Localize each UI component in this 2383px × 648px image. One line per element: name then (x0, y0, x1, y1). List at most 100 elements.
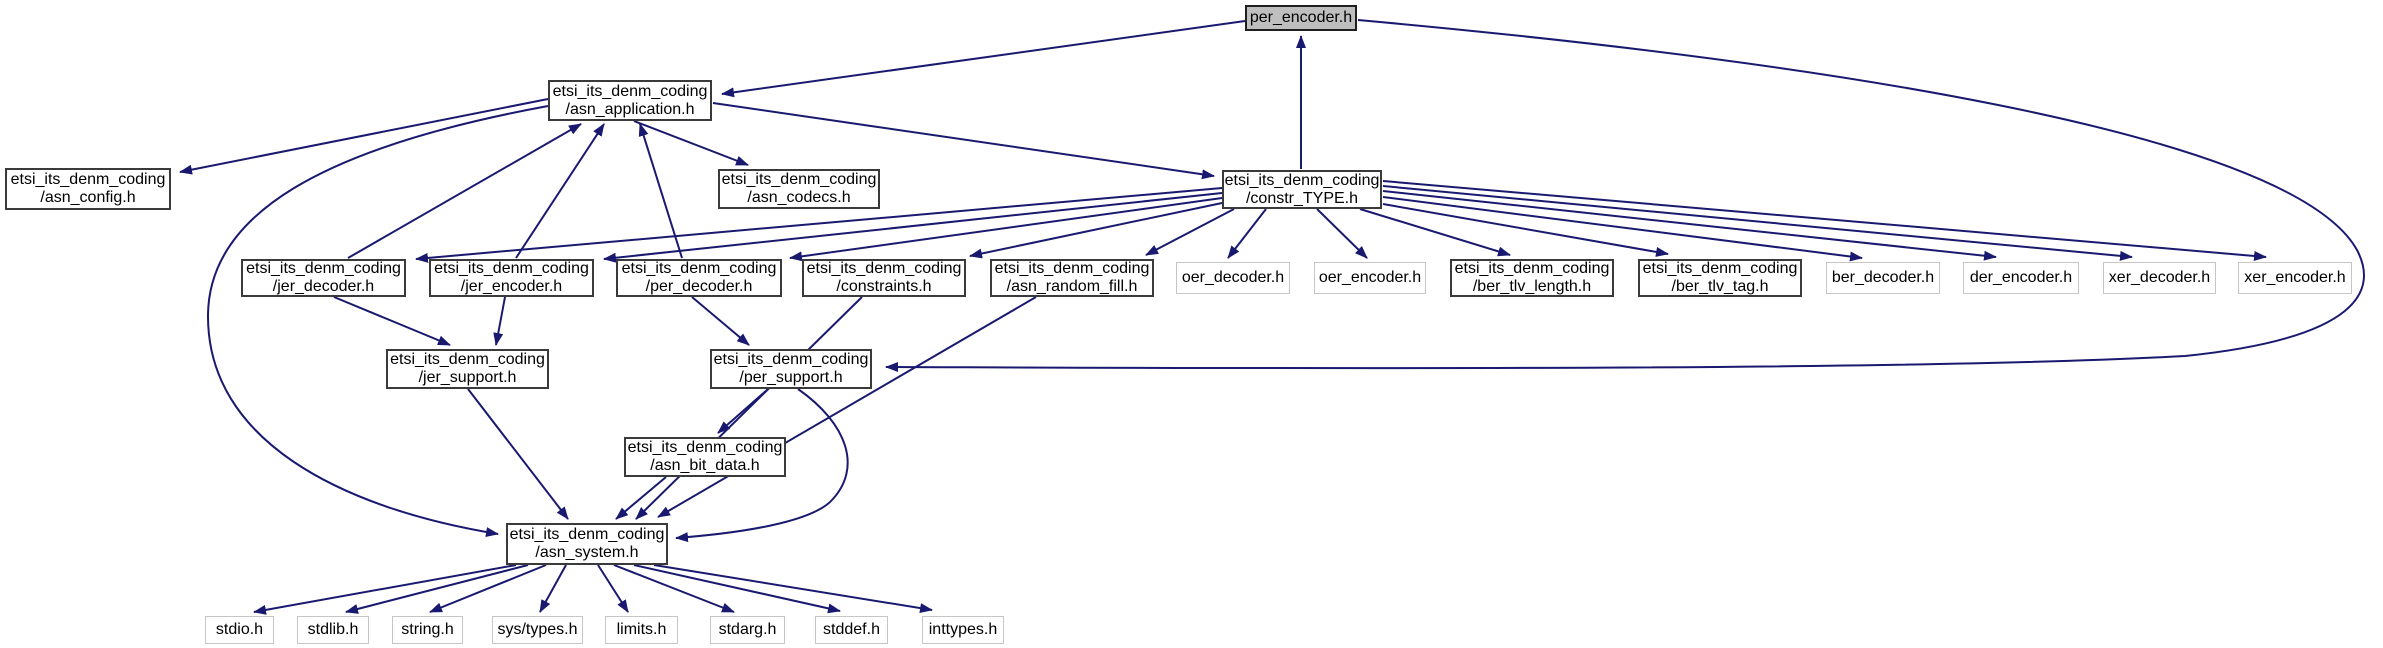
edge-asn_application-asn_config (179, 98, 549, 175)
node-label: etsi_its_denm_coding (806, 260, 962, 277)
node-label: stdlib.h (307, 621, 359, 638)
edge-per_support-asn_system (675, 388, 849, 543)
node-label: /jer_decoder.h (272, 278, 375, 295)
node-label: etsi_its_denm_coding (246, 260, 401, 277)
node-label: /asn_application.h (565, 100, 695, 118)
node-xer-encoder[interactable]: xer_encoder.h (2238, 262, 2352, 294)
node-jer-decoder[interactable]: etsi_its_denm_coding /jer_decoder.h (241, 259, 406, 297)
edge-per_decoder-per_support (691, 296, 750, 346)
node-label: etsi_its_denm_coding (434, 260, 589, 277)
edge-constr_TYPE-oer_encoder (1316, 208, 1368, 259)
node-asn-codecs[interactable]: etsi_its_denm_coding /asn_codecs.h (718, 169, 880, 209)
node-stdio[interactable]: stdio.h (205, 616, 274, 644)
edge-constr_TYPE-jer_encoder (603, 192, 1223, 263)
node-label: etsi_its_denm_coding (1642, 260, 1798, 277)
edge-constr_TYPE-der_encoder (1382, 190, 1997, 261)
node-label: /asn_system.h (535, 544, 639, 561)
node-ber-decoder[interactable]: ber_decoder.h (1826, 262, 1940, 294)
node-xer-decoder[interactable]: xer_decoder.h (2103, 262, 2216, 294)
node-label: etsi_its_denm_coding (627, 439, 783, 456)
node-constr-type[interactable]: etsi_its_denm_coding /constr_TYPE.h (1222, 170, 1382, 209)
node-label: etsi_its_denm_coding (994, 260, 1150, 277)
node-label: limits.h (616, 621, 667, 638)
node-sys-types[interactable]: sys/types.h (492, 616, 583, 644)
node-label: etsi_its_denm_coding (509, 526, 665, 543)
edge-asn_application-asn_codecs (633, 120, 749, 166)
node-stddef[interactable]: stddef.h (815, 616, 888, 644)
edge-asn_system-string (429, 564, 547, 613)
node-label: /constraints.h (836, 278, 932, 295)
edge-asn_system-stdarg (613, 564, 735, 613)
node-label: xer_decoder.h (2108, 269, 2211, 286)
edge-asn_random_fill-asn_system (657, 296, 1037, 518)
node-label: ber_decoder.h (1831, 269, 1935, 286)
edge-jer_decoder-asn_application (347, 123, 582, 259)
edge-constr_TYPE-xer_encoder (1382, 180, 2267, 261)
node-asn-random-fill[interactable]: etsi_its_denm_coding /asn_random_fill.h (990, 259, 1154, 297)
node-label: oer_encoder.h (1318, 269, 1422, 286)
node-label: /per_decoder.h (645, 278, 753, 295)
node-label: /per_support.h (739, 369, 843, 386)
node-asn-config[interactable]: etsi_its_denm_coding /asn_config.h (5, 168, 171, 210)
node-label: /asn_bit_data.h (650, 457, 760, 474)
edge-asn_system-stddef (633, 564, 841, 614)
node-label: etsi_its_denm_coding (10, 171, 166, 188)
node-limits[interactable]: limits.h (605, 616, 678, 644)
node-jer-support[interactable]: etsi_its_denm_coding /jer_support.h (386, 349, 549, 389)
edge-per_encoder-asn_application (721, 20, 1246, 98)
edge-constr_TYPE-ber_decoder (1382, 196, 1863, 262)
node-label: stddef.h (823, 621, 880, 638)
node-label: inttypes.h (928, 621, 998, 638)
node-jer-encoder[interactable]: etsi_its_denm_coding /jer_encoder.h (429, 259, 594, 297)
node-label: etsi_its_denm_coding (721, 171, 877, 188)
edge-asn_system-stdlib (345, 564, 529, 614)
node-label: /ber_tlv_tag.h (1671, 278, 1769, 295)
node-label: /asn_random_fill.h (1006, 278, 1138, 295)
node-label: etsi_its_denm_coding (552, 82, 708, 100)
node-string[interactable]: string.h (392, 616, 463, 644)
edge-constr_TYPE-constraints (969, 202, 1223, 259)
node-constraints[interactable]: etsi_its_denm_coding /constraints.h (802, 259, 966, 297)
node-oer-decoder[interactable]: oer_decoder.h (1176, 262, 1290, 294)
node-label: /constr_TYPE.h (1245, 189, 1359, 207)
node-ber-tlv-length[interactable]: etsi_its_denm_coding /ber_tlv_length.h (1450, 259, 1614, 297)
edge-jer_support-asn_system (467, 388, 569, 520)
edge-constr_TYPE-jer_decoder (415, 187, 1223, 263)
node-label: etsi_its_denm_coding (390, 351, 545, 368)
node-label: string.h (401, 621, 454, 638)
node-asn-bit-data[interactable]: etsi_its_denm_coding /asn_bit_data.h (624, 437, 786, 477)
node-label: stdio.h (215, 621, 264, 638)
edge-per_encoder-per_support (885, 19, 2365, 373)
node-stdlib[interactable]: stdlib.h (297, 616, 369, 644)
node-der-encoder[interactable]: der_encoder.h (1963, 262, 2079, 294)
node-ber-tlv-tag[interactable]: etsi_its_denm_coding /ber_tlv_tag.h (1638, 259, 1802, 297)
node-label: oer_decoder.h (1181, 269, 1285, 286)
node-label: etsi_its_denm_coding (621, 260, 777, 277)
node-label: stdarg.h (718, 621, 777, 638)
edge-asn_system-sys_types (539, 564, 567, 613)
node-oer-encoder[interactable]: oer_encoder.h (1314, 262, 1426, 294)
node-inttypes[interactable]: inttypes.h (922, 616, 1004, 644)
edge-asn_system-limits (597, 564, 629, 613)
node-label: etsi_its_denm_coding (1454, 260, 1610, 277)
edge-asn_system-stdio (253, 564, 517, 615)
node-label: /jer_support.h (418, 369, 517, 386)
edge-asn_system-inttypes (653, 564, 933, 614)
edge-jer_decoder-jer_support (333, 296, 451, 346)
node-stdarg[interactable]: stdarg.h (710, 616, 785, 644)
node-label: der_encoder.h (1969, 269, 2073, 286)
node-per-support[interactable]: etsi_its_denm_coding /per_support.h (710, 349, 872, 389)
node-asn-system[interactable]: etsi_its_denm_coding /asn_system.h (506, 523, 668, 565)
node-per-decoder[interactable]: etsi_its_denm_coding /per_decoder.h (616, 259, 782, 297)
node-asn-application[interactable]: etsi_its_denm_coding /asn_application.h (548, 80, 712, 121)
edge-constr_TYPE-per_decoder (789, 197, 1223, 262)
node-per-encoder[interactable]: per_encoder.h (1245, 5, 1357, 31)
edge-asn_bit_data-asn_system (615, 476, 667, 520)
edge-constraints-asn_system (635, 296, 863, 520)
edge-constr_TYPE-oer_decoder (1227, 208, 1267, 259)
node-label: /ber_tlv_length.h (1472, 278, 1592, 295)
edge-constr_TYPE-asn_random_fill (1145, 208, 1235, 256)
edge-asn_application-constr_TYPE (712, 102, 1215, 180)
